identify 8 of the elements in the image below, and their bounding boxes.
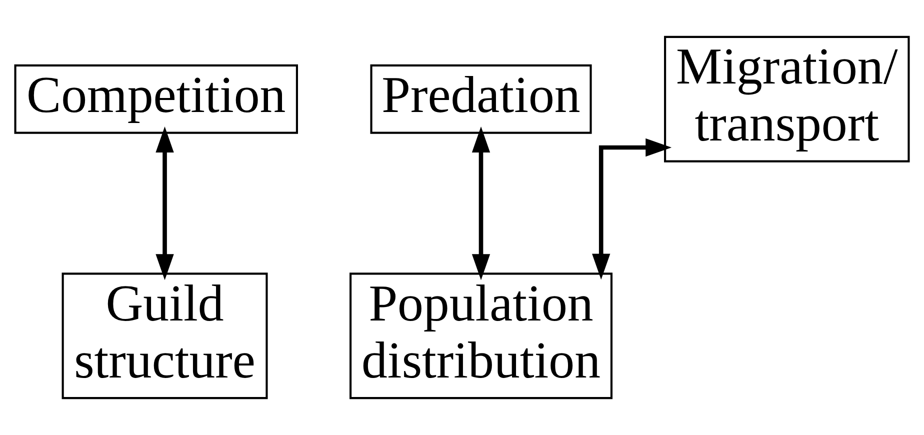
- node-box: Guild structure: [62, 272, 268, 400]
- arrow: [156, 126, 174, 280]
- node-box: Migration/ transport: [664, 36, 910, 162]
- node-box: Population distribution: [350, 272, 613, 400]
- node-box: Predation: [370, 64, 592, 134]
- arrow: [472, 126, 490, 280]
- arrow: [592, 138, 672, 280]
- node-box: Competition: [14, 64, 298, 134]
